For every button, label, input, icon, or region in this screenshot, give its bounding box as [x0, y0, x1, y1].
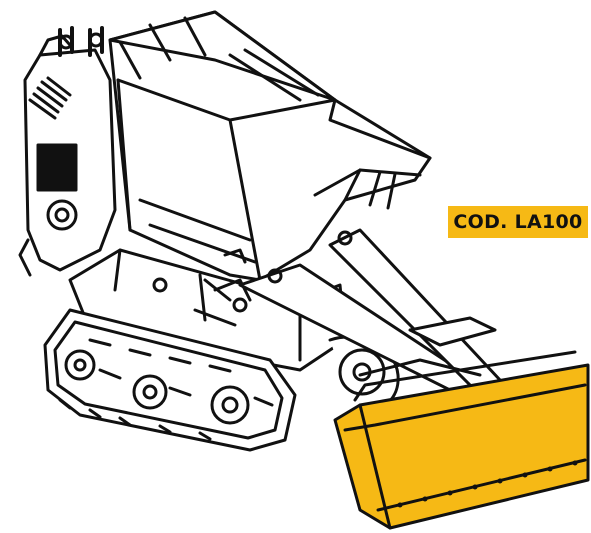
- engine-housing: [18, 26, 117, 277]
- dozer-blade: [333, 350, 590, 530]
- engine-grille: [36, 143, 78, 192]
- product-code-badge: COD. LA100: [448, 206, 588, 238]
- control-levers: [193, 248, 247, 327]
- track-assembly: [43, 308, 297, 452]
- hopper-bucket: [108, 10, 432, 282]
- product-code-label: COD. LA100: [453, 211, 583, 233]
- blade-lift-arms: [238, 228, 502, 402]
